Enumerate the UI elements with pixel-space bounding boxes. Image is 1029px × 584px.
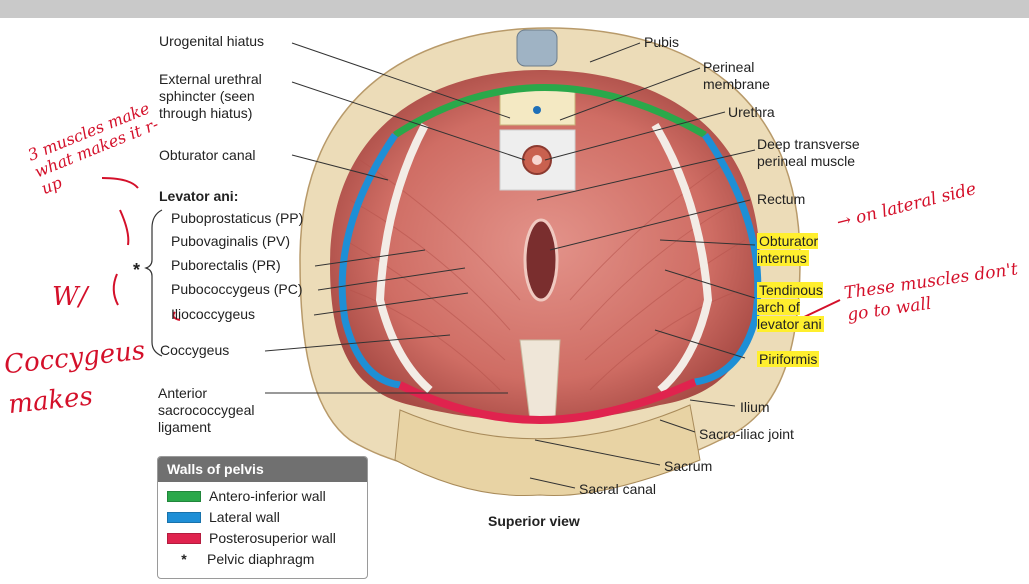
label-deep-transverse: Deep transverse perineal muscle xyxy=(757,136,860,169)
muscle-fibres xyxy=(344,159,746,391)
label-sacrum: Sacrum xyxy=(664,458,713,474)
label-pubis: Pubis xyxy=(644,34,680,50)
label-perineal-membrane: Perineal membrane xyxy=(703,59,770,92)
swatch-blue xyxy=(167,512,201,523)
label-puborectalis: Puborectalis (PR) xyxy=(171,257,281,273)
levator-ani-brace xyxy=(144,209,163,357)
legend-item-posterosuperior: Posterosuperior wall xyxy=(167,530,336,547)
legend-title: Walls of pelvis xyxy=(158,457,367,482)
legend-item-antero-inferior: Antero-inferior wall xyxy=(167,488,326,505)
highlight-obturator-internus: Obturator internus xyxy=(757,233,819,266)
pelvic-diaphragm-star: * xyxy=(133,260,141,280)
label-urogenital-hiatus: Urogenital hiatus xyxy=(159,33,265,49)
label-obturator-internus: Obturator internus xyxy=(757,233,827,267)
leader-lines xyxy=(264,42,756,489)
highlight-piriformis: Piriformis xyxy=(757,351,820,367)
label-obturator-canal: Obturator canal xyxy=(159,147,256,163)
legend-label: Posterosuperior wall xyxy=(209,530,336,546)
view-caption: Superior view xyxy=(488,513,580,529)
legend-label: Lateral wall xyxy=(209,509,280,525)
swatch-red xyxy=(167,533,201,544)
swatch-green xyxy=(167,491,201,502)
label-tendinous-arch: Tendinous arch of levator ani xyxy=(757,282,837,333)
handwritten-note-w: W/ xyxy=(52,282,88,312)
label-urethra: Urethra xyxy=(728,104,775,120)
label-rectum: Rectum xyxy=(757,191,806,207)
rectum-shape xyxy=(523,218,559,302)
legend-item-pelvic-diaphragm: * Pelvic diaphragm xyxy=(167,551,314,568)
urethra-dot xyxy=(533,106,541,114)
highlight-tendinous-arch: Tendinous arch of levator ani xyxy=(757,282,824,332)
label-coccygeus: Coccygeus xyxy=(160,342,230,358)
label-iliococcygeus: Iliococcygeus xyxy=(171,306,256,322)
label-puboprostaticus: Puboprostaticus (PP) xyxy=(171,210,304,226)
sacrum-bone xyxy=(394,404,701,497)
label-anterior-sacrococcygeal: Anterior sacrococcygeal ligament xyxy=(158,385,255,435)
walls-legend: Walls of pelvis Antero-inferior wall Lat… xyxy=(157,456,368,579)
label-pubovaginalis: Pubovaginalis (PV) xyxy=(171,233,291,249)
top-bar xyxy=(0,0,1029,18)
label-external-urethral-sphincter: External urethral sphincter (seen throug… xyxy=(159,71,262,121)
posterosuperior-wall-band xyxy=(398,378,697,425)
label-ilium: Ilium xyxy=(740,399,770,415)
pubis-symphysis xyxy=(516,29,558,67)
legend-item-lateral: Lateral wall xyxy=(167,509,280,526)
label-pubococcygeus: Pubococcygeus (PC) xyxy=(171,281,303,297)
label-piriformis: Piriformis xyxy=(757,351,820,368)
label-sacro-iliac: Sacro-iliac joint xyxy=(699,426,794,442)
label-levator-ani: Levator ani: xyxy=(159,188,239,204)
star-icon: * xyxy=(181,551,187,567)
tendinous-arch-left xyxy=(375,123,433,394)
antero-inferior-wall-band xyxy=(393,84,707,139)
legend-label: Antero-inferior wall xyxy=(209,488,326,504)
handwritten-marks xyxy=(101,177,841,321)
label-sacral-canal: Sacral canal xyxy=(579,481,657,497)
lateral-wall-band-left xyxy=(338,133,401,389)
urethra-lumen xyxy=(532,155,542,165)
handwritten-note-coccygeus: Coccygeus makes xyxy=(2,335,147,421)
legend-label: Pelvic diaphragm xyxy=(207,551,315,567)
